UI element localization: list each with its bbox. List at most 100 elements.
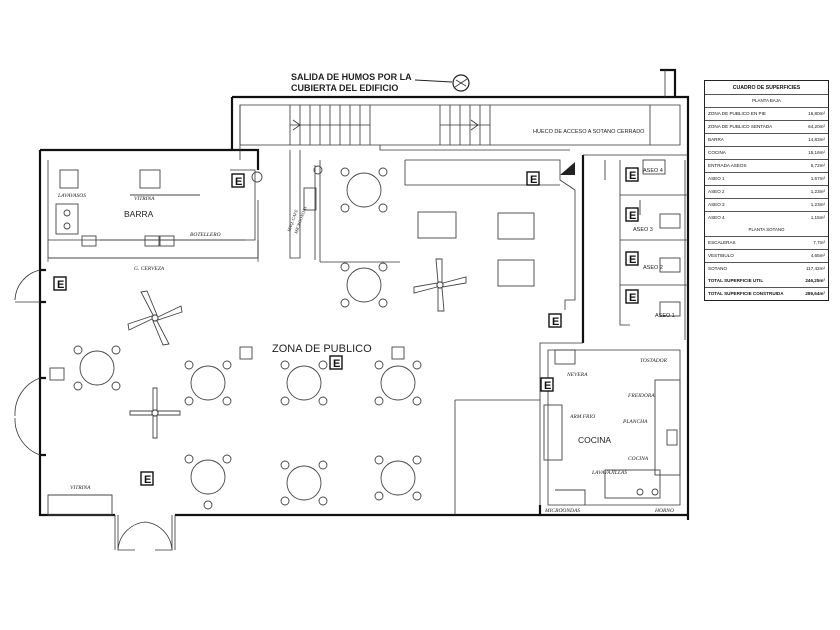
table-row-label: ZONA DE PUBLICO SENTADA (708, 124, 773, 129)
exit-markers: E E E E E E E E E E E (53, 167, 639, 486)
table-row: COCINA 15,16m² (705, 147, 828, 160)
svg-text:E: E (629, 210, 636, 222)
aseo2-label: ASEO 2 (643, 265, 663, 271)
barra-label: BARRA (124, 209, 154, 219)
table-row: ENTRADA ASEOS 5,72m² (705, 160, 828, 173)
total-built-row: TOTAL SUPERFICIE CONSTRUIDA 289,64m² (705, 288, 828, 300)
svg-text:E: E (144, 474, 151, 486)
exit-marker-7: E (53, 276, 67, 291)
table-row: VESTIBULO 4,65m² (705, 250, 828, 263)
fan-1-icon (127, 290, 183, 346)
doors (14, 269, 176, 551)
bar-area: BARRA LAVAVASOS VITRINA BOTELLERO G. CER… (47, 160, 308, 272)
exit-marker-3: E (625, 167, 639, 182)
table-row-label: ENTRADA ASEOS (708, 163, 747, 168)
table-row-value: 1,23m² (810, 202, 825, 207)
total-built-value: 289,64m² (805, 291, 825, 296)
section-basement: PLANTA SOTANO (705, 224, 828, 237)
interior-partitions (404, 154, 688, 400)
table-row-value: 7,7m² (813, 240, 825, 245)
table-row-label: ZONA DE PUBLICO EN PIE (708, 111, 766, 116)
kitchen-area: TOSTADOR NEVERA FREIDORA ARM FRIO PLANCH… (454, 349, 681, 515)
table-7 (184, 454, 232, 510)
table-row-value: 5,72m² (810, 163, 825, 168)
table-row-value: 117,42m² (805, 266, 825, 271)
ceiling-fans (127, 258, 467, 439)
table-row-value: 1,67m² (810, 176, 825, 181)
table-5 (280, 360, 328, 406)
zona-publico-label: ZONA DE PUBLICO (272, 343, 372, 355)
table-8 (280, 460, 328, 506)
svg-text:E: E (235, 176, 242, 188)
table-row-label: COCINA (708, 150, 726, 155)
total-util-label: TOTAL SUPERFICIE UTIL (708, 278, 764, 283)
aseo1-label: ASEO 1 (655, 313, 675, 319)
svg-text:E: E (552, 316, 559, 328)
table-row-value: 14,83m² (808, 137, 825, 142)
exit-marker-11: E (140, 471, 154, 486)
table-row: ESCALERAS 7,7m² (705, 237, 828, 250)
table-row-value: 4,65m² (810, 253, 825, 258)
table-row-label: ASEO 1 (708, 176, 725, 181)
table-row-label: ESCALERAS (708, 240, 736, 245)
table-row: ASEO 1 1,67m² (705, 173, 828, 186)
exit-marker-1: E (231, 173, 245, 188)
basement-access-label: HUECO DE ACCESO A SOTANO CERRADO (533, 129, 645, 135)
aseo4-label: ASEO 4 (643, 168, 663, 174)
table-row: SOTANO 117,42m² (705, 263, 828, 275)
surface-table: CUADRO DE SUPERFICIES PLANTA BAJA ZONA D… (704, 80, 829, 301)
svg-text:E: E (544, 380, 551, 392)
table-row: BARRA 14,83m² (705, 134, 828, 147)
smoke-exit: SALIDA DE HUMOS POR LA CUBIERTA DEL EDIF… (291, 72, 470, 93)
table-row-label: ASEO 2 (708, 189, 725, 194)
cerveza-label: G. CERVEZA (134, 266, 165, 272)
freidora-label: FREIDORA (627, 393, 655, 399)
tables: VITRINA (47, 167, 422, 516)
table-row-label: VESTIBULO (708, 253, 734, 258)
cocina-label: COCINA (578, 435, 611, 445)
fan-3-icon (129, 387, 181, 439)
table-row-label: ASEO 4 (708, 215, 725, 220)
tostador-label: TOSTADOR (640, 358, 668, 364)
outer-walls (38, 68, 690, 520)
table-row: ASEO 4 1,15m² (705, 212, 828, 224)
arm-frio-label: ARM FRIO (569, 414, 595, 420)
partition-near-bar (251, 150, 400, 263)
svg-text:E: E (57, 279, 64, 291)
exit-marker-4: E (625, 207, 639, 222)
svg-text:E: E (629, 170, 636, 182)
rows-basement: ESCALERAS 7,7m² VESTIBULO 4,65m² SOTANO 117,4… (705, 237, 828, 275)
horno-label: HORNO (654, 508, 674, 514)
exit-marker-6: E (625, 289, 639, 304)
smoke-note-line2: CUBIERTA DEL EDIFICIO (291, 83, 398, 93)
lavavasos-label: LAVAVASOS (57, 193, 86, 199)
stair-area (239, 104, 681, 160)
table-row-value: 16,80m² (808, 111, 825, 116)
table-row: ZONA DE PUBLICO EN PIE 16,80m² (705, 108, 828, 121)
svg-text:E: E (530, 174, 537, 186)
table-row-value: 15,16m² (808, 150, 825, 155)
svg-text:E: E (333, 358, 340, 370)
table-4 (184, 360, 232, 406)
table-row-label: BARRA (708, 137, 724, 142)
exit-marker-8: E (548, 313, 562, 328)
svg-text:E: E (629, 254, 636, 266)
table-row-label: SOTANO (708, 266, 728, 271)
table-2 (340, 262, 388, 308)
total-util-value: 246,25m² (805, 278, 825, 283)
table-3 (73, 345, 121, 391)
entry-vitrina (47, 494, 113, 516)
table-row: ASEO 2 1,23m² (705, 186, 828, 199)
botellero-label: BOTELLERO (190, 232, 221, 238)
table-row-value: 1,23m² (810, 189, 825, 194)
exit-marker-5: E (625, 251, 639, 266)
table-1 (340, 167, 388, 213)
table-6 (374, 360, 422, 406)
table-row-value: 1,15m² (810, 215, 825, 220)
total-built-label: TOTAL SUPERFICIE CONSTRUIDA (708, 291, 784, 296)
cocina-small-label: COCINA (628, 456, 649, 462)
